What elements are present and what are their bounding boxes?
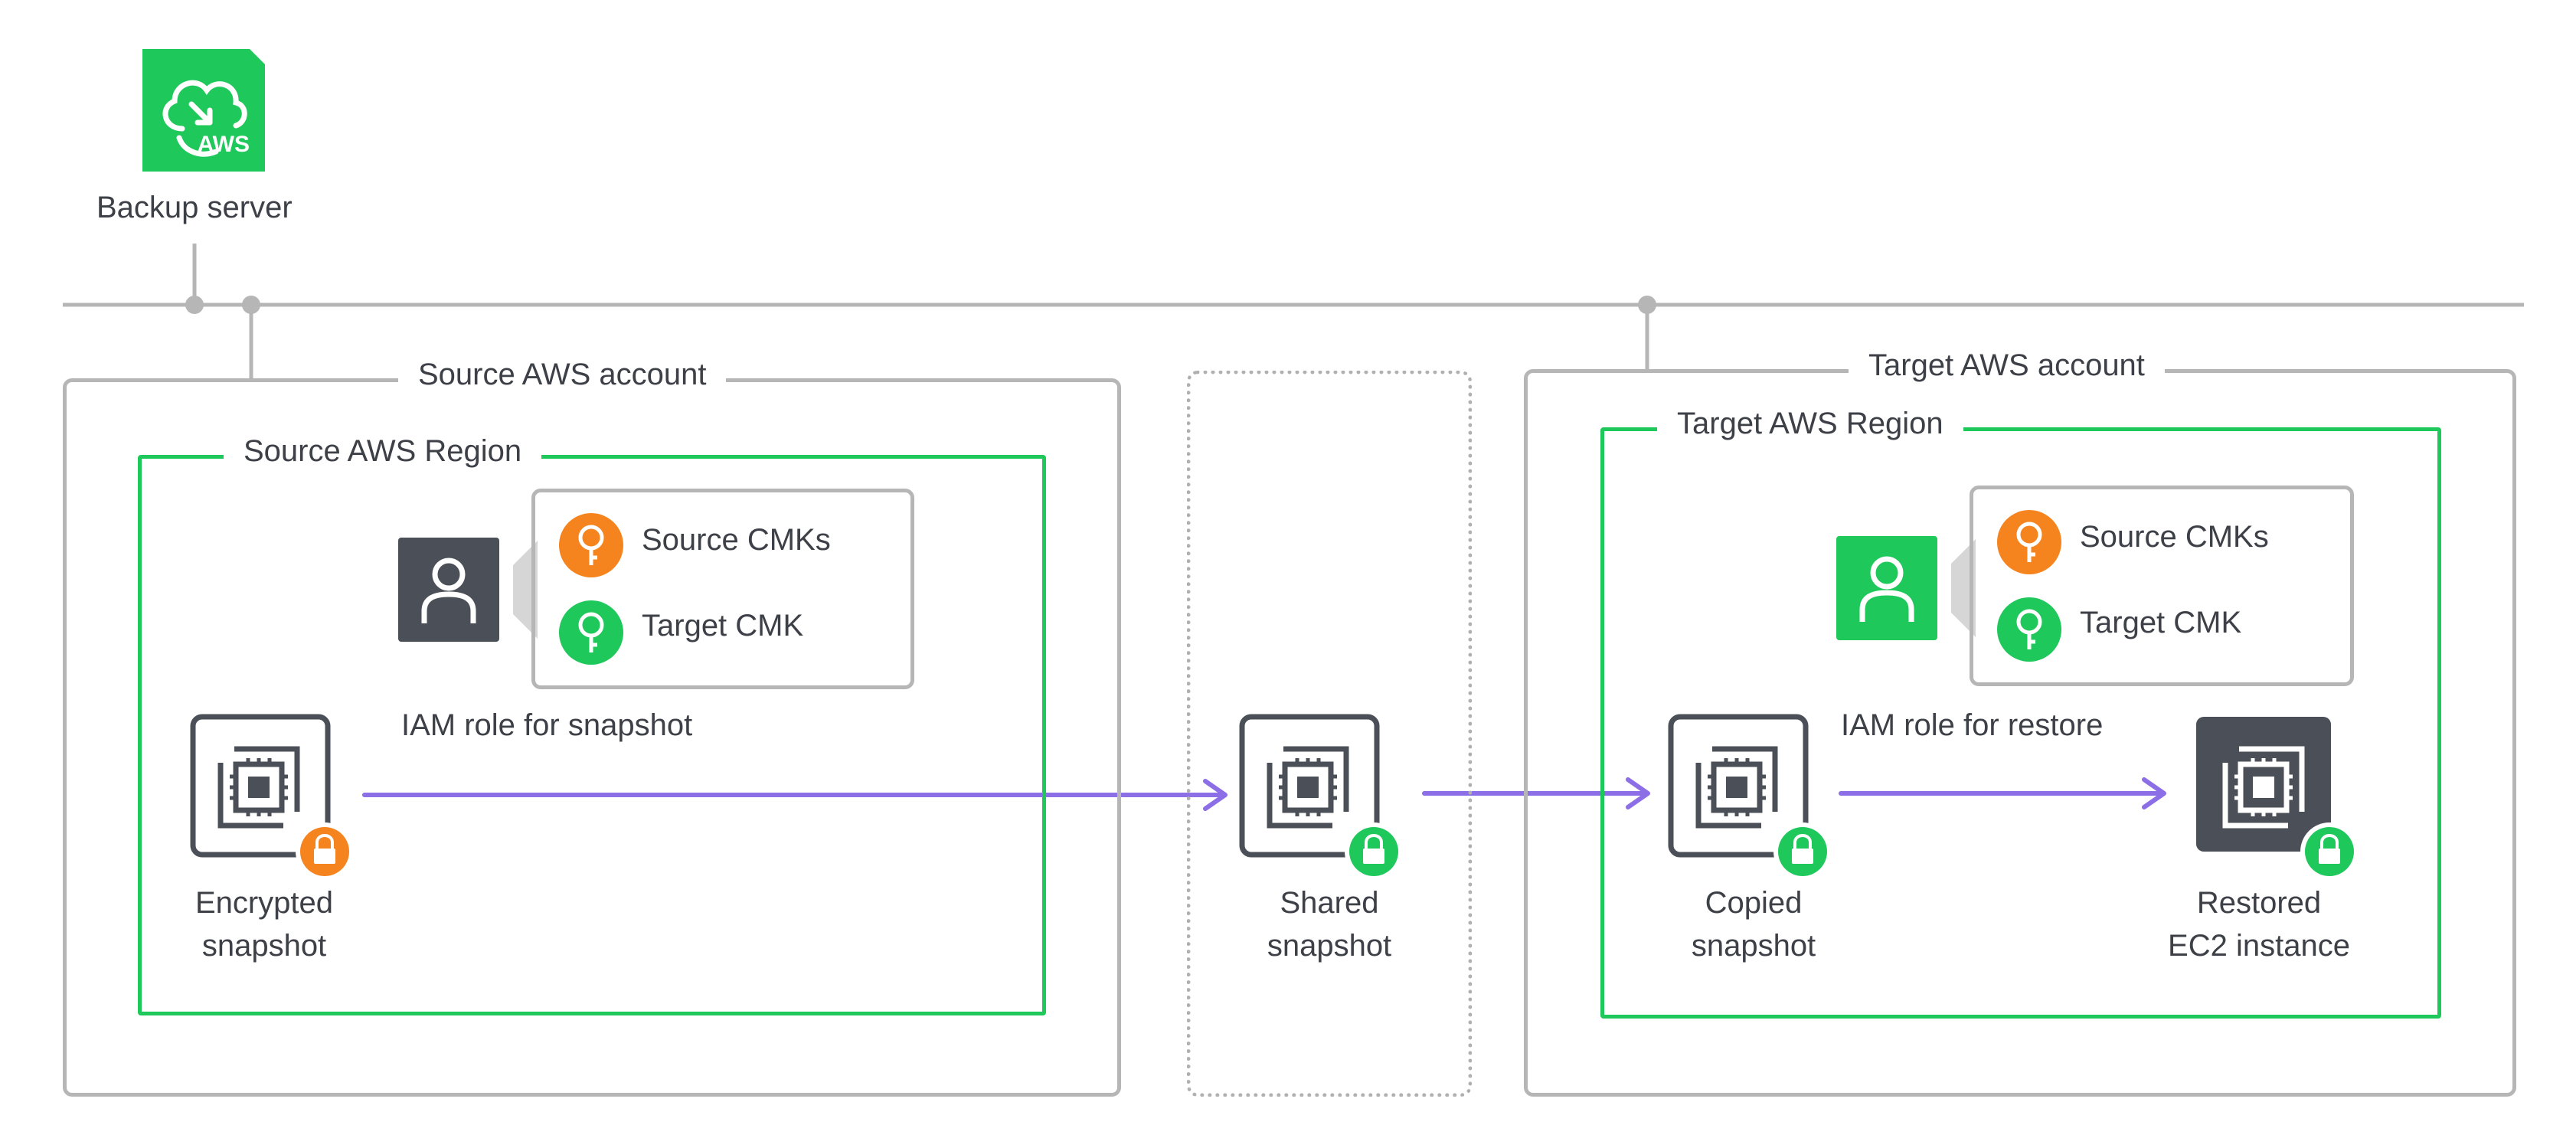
source-region-title: Source AWS Region — [224, 433, 542, 469]
shared-zone-box — [1187, 371, 1472, 1097]
key-icon — [557, 599, 625, 670]
encrypted-snapshot-label: Encrypted snapshot — [195, 886, 334, 963]
snapshot-icon — [1239, 714, 1407, 889]
target-account-title: Target AWS account — [1849, 348, 2165, 383]
target-region-title: Target AWS Region — [1657, 406, 1963, 441]
svg-text:AWS: AWS — [198, 132, 250, 157]
source-cmks-label: Source CMKs — [642, 523, 831, 557]
target-key-panel — [1970, 486, 2354, 686]
key-icon — [1996, 509, 2063, 580]
target-region-box — [1600, 427, 2441, 1019]
source-region-box — [138, 455, 1046, 1015]
source-account-title: Source AWS account — [398, 357, 727, 392]
iam-role-icon — [1836, 536, 1976, 655]
source-cmks-label: Source CMKs — [2080, 520, 2269, 554]
iam-role-restore-label: IAM role for restore — [1841, 708, 2104, 742]
backup-server-label: Backup server — [96, 191, 293, 224]
target-cmk-label: Target CMK — [642, 609, 804, 643]
key-icon — [557, 512, 625, 583]
restored-ec2-label: Restored EC2 instance — [2168, 886, 2350, 963]
flow-arrow-copied-to-restored — [1839, 777, 2166, 809]
ec2-instance-icon — [2196, 717, 2366, 891]
snapshot-icon — [1668, 714, 1836, 889]
flow-arrow-encrypted-to-shared — [362, 779, 1228, 811]
source-key-panel — [531, 489, 914, 689]
target-cmk-label: Target CMK — [2080, 606, 2242, 639]
bus-junction-dot — [1638, 296, 1656, 314]
iam-role-icon — [398, 538, 538, 656]
bus-junction-dot — [242, 296, 260, 314]
shared-snapshot-label: Shared snapshot — [1267, 886, 1392, 963]
aws-backup-icon: AWS — [136, 43, 271, 181]
iam-role-snapshot-label: IAM role for snapshot — [401, 708, 693, 742]
key-icon — [1996, 596, 2063, 667]
flow-arrow-shared-to-copied — [1422, 777, 1650, 809]
snapshot-icon — [190, 714, 358, 889]
copied-snapshot-label: Copied snapshot — [1691, 886, 1816, 963]
bus-junction-dot — [185, 296, 204, 314]
